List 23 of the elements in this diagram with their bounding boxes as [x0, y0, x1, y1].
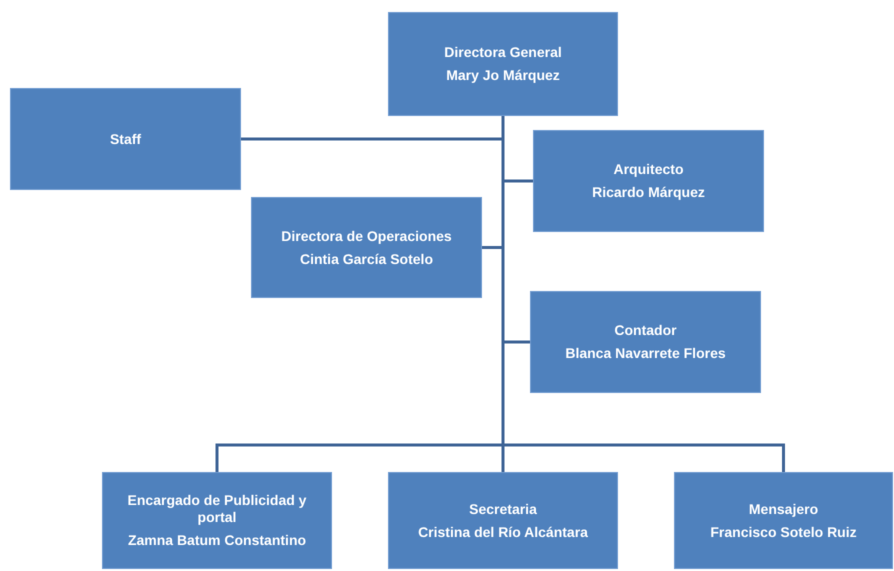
- person-name: Cintia García Sotelo: [300, 250, 434, 268]
- org-box: [102, 472, 332, 569]
- role-title: Directora de Operaciones: [281, 228, 452, 244]
- person-name: Francisco Sotelo Ruiz: [710, 524, 857, 540]
- person-name: Mary Jo Márquez: [446, 67, 560, 84]
- role-title: Staff: [110, 130, 142, 148]
- role-title: Encargado de Publicidad y portal: [126, 492, 308, 526]
- org-box: [530, 291, 761, 393]
- role-title: Directora General: [444, 44, 562, 61]
- role-title: Contador: [614, 322, 677, 339]
- person-name: Ricardo Márquez: [592, 184, 705, 201]
- person-name: Blanca Navarrete Flores: [565, 345, 726, 362]
- role-title: Secretaria: [469, 500, 537, 518]
- org-box: [674, 472, 893, 569]
- role-title: Arquitecto: [614, 161, 684, 178]
- role-title: Mensajero: [748, 500, 818, 518]
- org-box: [533, 130, 764, 232]
- org-box: [10, 88, 241, 190]
- org-box: [251, 197, 482, 298]
- org-box: [388, 472, 618, 569]
- person-name: Zamna Batum Constantino: [128, 532, 306, 549]
- person-name: Cristina del Río Alcántara: [418, 524, 588, 540]
- org-box: [388, 12, 618, 116]
